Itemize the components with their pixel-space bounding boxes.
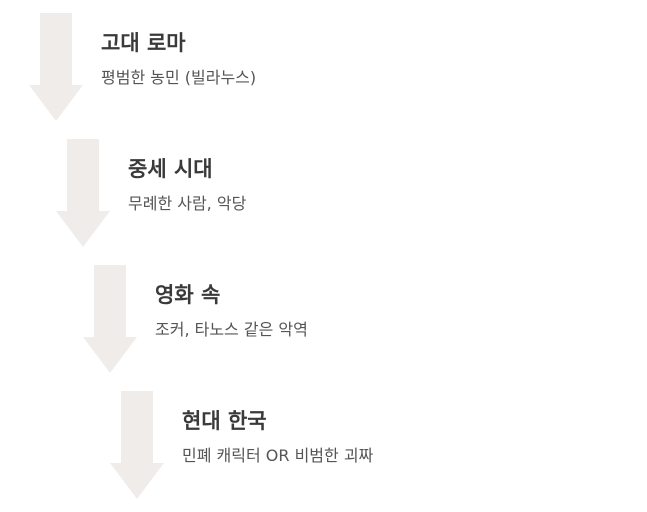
step-modern-korea: 현대 한국 민폐 캐릭터 OR 비범한 괴짜 — [110, 391, 630, 501]
step-ancient-rome: 고대 로마 평범한 농민 (빌라누스) — [29, 13, 549, 123]
step-in-movies: 영화 속 조커, 타노스 같은 악역 — [83, 265, 603, 375]
step-title: 고대 로마 — [101, 31, 186, 55]
step-description: 무례한 사람, 악당 — [128, 194, 247, 213]
step-title: 현대 한국 — [182, 409, 267, 433]
down-arrow-icon — [56, 139, 110, 247]
step-description: 조커, 타노스 같은 악역 — [155, 320, 308, 339]
step-middle-ages: 중세 시대 무례한 사람, 악당 — [56, 139, 576, 249]
down-arrow-icon — [110, 391, 164, 499]
step-description: 민폐 캐릭터 OR 비범한 괴짜 — [182, 446, 374, 465]
step-title: 중세 시대 — [128, 157, 213, 181]
down-arrow-icon — [83, 265, 137, 373]
step-title: 영화 속 — [155, 283, 221, 307]
down-arrow-icon — [29, 13, 83, 121]
step-description: 평범한 농민 (빌라누스) — [101, 68, 257, 87]
